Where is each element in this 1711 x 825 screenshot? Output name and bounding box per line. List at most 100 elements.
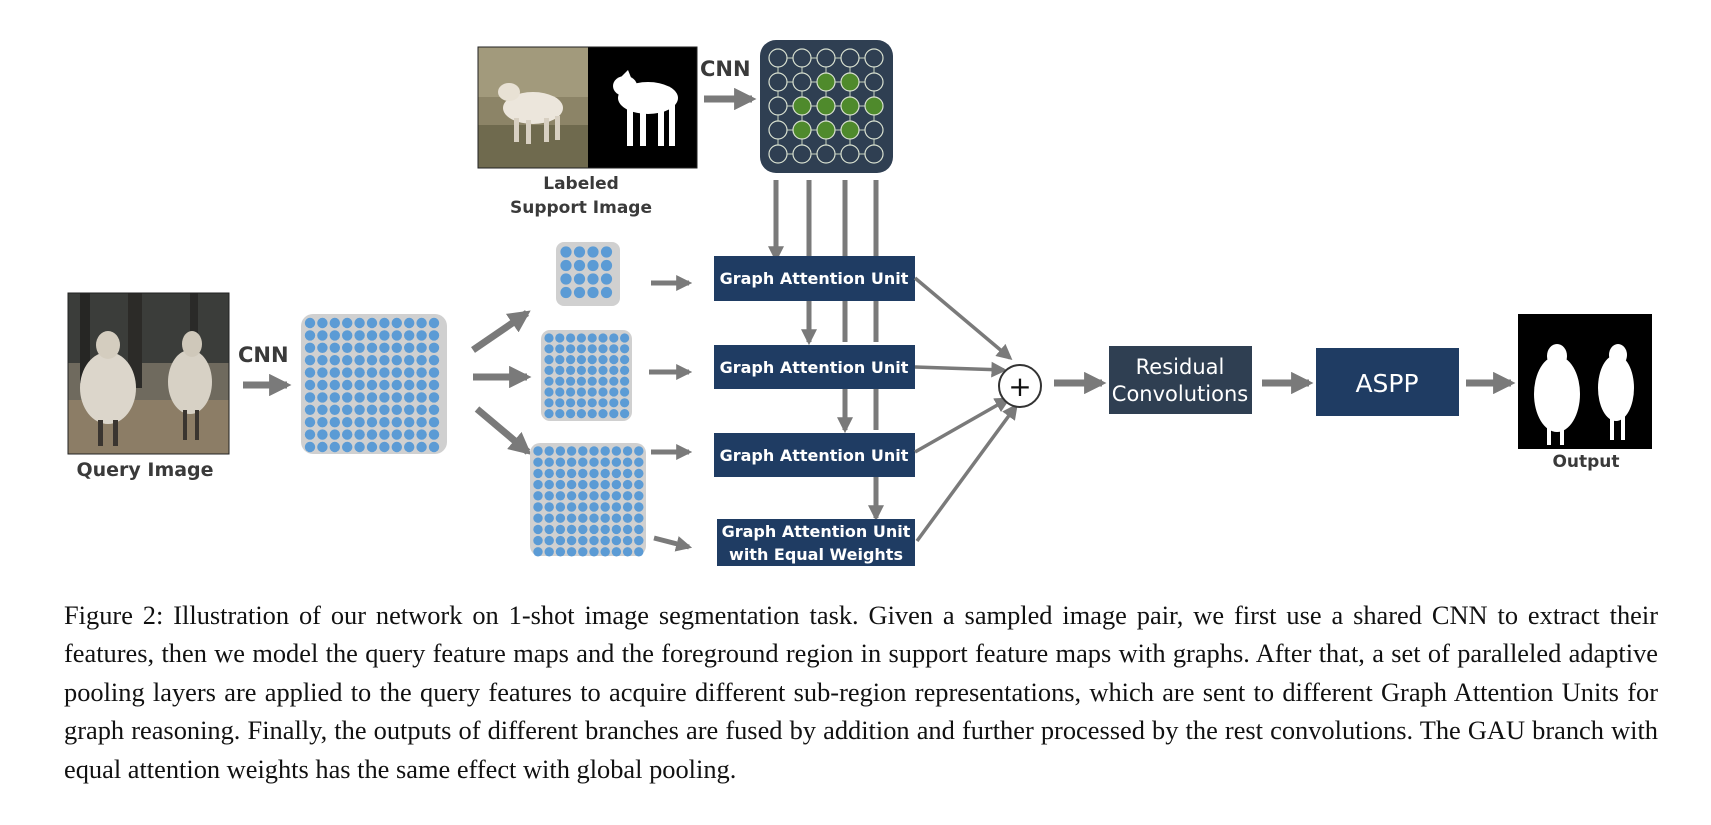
- graph-node: [792, 48, 812, 68]
- feature-node: [379, 379, 390, 391]
- feature-node: [379, 330, 390, 341]
- feature-node: [622, 446, 633, 456]
- feature-node: [544, 355, 554, 365]
- feature-node: [354, 367, 365, 378]
- feature-node: [566, 446, 577, 456]
- feature-node: [611, 479, 622, 490]
- feature-node: [342, 330, 353, 341]
- fusion-arrows: [913, 276, 1018, 543]
- feature-node: [600, 524, 610, 535]
- feature-node: [600, 491, 610, 501]
- feature-node: [600, 479, 610, 490]
- feature-node: [404, 441, 415, 453]
- feature-node: [622, 547, 633, 557]
- feature-node: [317, 441, 328, 453]
- support-label-line2: Support Image: [510, 198, 652, 218]
- feature-node: [600, 273, 613, 285]
- feature-node: [304, 342, 316, 353]
- feature-node: [329, 330, 340, 341]
- feature-node: [578, 524, 588, 535]
- feature-node: [587, 286, 599, 299]
- feature-node: [379, 441, 390, 453]
- foreground-node: [840, 96, 860, 116]
- feature-node: [428, 392, 440, 403]
- feature-node: [573, 246, 586, 258]
- feature-node: [391, 355, 402, 366]
- graph-node: [792, 144, 812, 164]
- feature-node: [589, 468, 599, 479]
- feature-node: [600, 547, 610, 557]
- feature-node: [544, 524, 554, 535]
- feature-node: [366, 429, 378, 440]
- feature-node: [329, 355, 340, 366]
- gau-1-label: Graph Attention Unit: [720, 269, 909, 288]
- feature-node: [634, 468, 644, 479]
- output-mask: [1518, 314, 1652, 449]
- support-mask-silhouette: [613, 70, 678, 146]
- feature-node: [404, 342, 415, 353]
- feature-node: [342, 342, 353, 353]
- feature-node: [576, 409, 587, 419]
- feature-node: [304, 392, 316, 403]
- output-label: Output: [1552, 452, 1619, 472]
- feature-node: [576, 376, 587, 386]
- feature-node: [609, 409, 619, 419]
- feature-node: [342, 429, 353, 440]
- feature-node: [329, 379, 340, 391]
- feature-node: [544, 333, 554, 343]
- feature-node: [544, 479, 554, 490]
- feature-node: [555, 398, 565, 408]
- feature-node: [544, 513, 554, 523]
- feature-node: [366, 379, 378, 391]
- feature-node: [634, 491, 644, 501]
- feature-node: [533, 446, 543, 456]
- feature-node: [566, 513, 577, 523]
- feature-node: [600, 468, 610, 479]
- feature-node: [600, 446, 610, 456]
- feature-node: [611, 513, 622, 523]
- graph-node: [768, 96, 788, 116]
- feature-node: [342, 404, 353, 415]
- feature-node: [428, 355, 440, 366]
- graph-node: [768, 120, 788, 140]
- feature-node: [622, 535, 633, 546]
- feature-node: [391, 441, 402, 453]
- feature-node: [555, 387, 565, 397]
- feature-node: [354, 441, 365, 453]
- network-diagram: Labeled Support Image CNN: [67, 40, 1652, 566]
- feature-node: [544, 344, 554, 354]
- pooled-small-nodes: [560, 246, 613, 299]
- feature-node: [589, 502, 599, 512]
- feature-node: [600, 535, 610, 546]
- feature-node: [428, 404, 440, 415]
- feature-node: [589, 513, 599, 523]
- feature-node: [317, 342, 328, 353]
- feature-node: [342, 317, 353, 329]
- feature-node: [566, 365, 576, 375]
- feature-node: [544, 535, 554, 546]
- feature-node: [317, 404, 328, 415]
- feature-node: [544, 547, 554, 557]
- feature-node: [576, 355, 587, 365]
- feature-node: [566, 479, 577, 490]
- query-feature-map: [301, 314, 447, 454]
- graph-node: [792, 72, 812, 92]
- feature-node: [342, 441, 353, 453]
- feature-node: [366, 317, 378, 329]
- feature-node: [366, 367, 378, 378]
- foreground-node: [792, 120, 812, 140]
- feature-node: [329, 342, 340, 353]
- feature-node: [533, 524, 543, 535]
- feature-node: [609, 365, 619, 375]
- feature-node: [555, 446, 566, 456]
- feature-node: [555, 491, 566, 501]
- feature-node: [576, 344, 587, 354]
- feature-node: [587, 246, 599, 258]
- feature-node: [578, 502, 588, 512]
- feature-node: [379, 429, 390, 440]
- feature-node: [533, 479, 543, 490]
- feature-node: [587, 355, 597, 365]
- feature-node: [576, 365, 587, 375]
- feature-node: [317, 317, 328, 329]
- feature-node: [587, 365, 597, 375]
